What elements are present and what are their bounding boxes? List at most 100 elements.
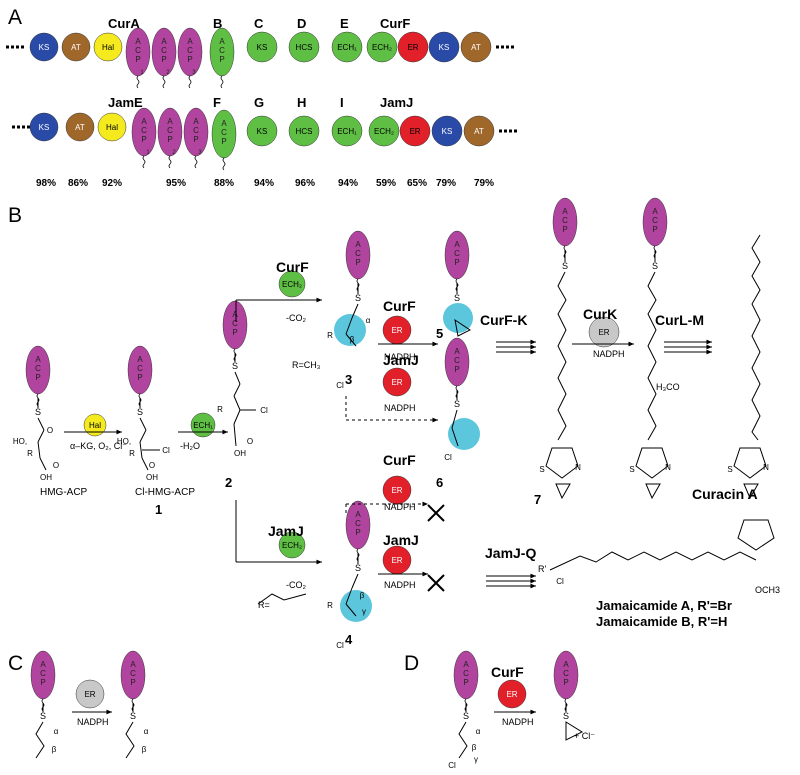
c2-o: O xyxy=(247,437,253,446)
domain-hcs-d-1 xyxy=(288,31,320,63)
arrow-curlm-5-head xyxy=(706,344,712,350)
enzyme-jamj-q: JamJ-Q xyxy=(485,545,537,561)
c7-chain xyxy=(557,271,567,441)
domain-acp1-1-letter-a: A xyxy=(135,37,141,46)
acp-4-letter-a: A xyxy=(355,510,361,519)
bond-hmg-4 xyxy=(39,457,47,471)
acp-c-right-letter-a: A xyxy=(130,660,136,669)
enzyme-er-3b-label: ER xyxy=(391,378,402,387)
domain-hal-2 xyxy=(97,112,127,142)
arrow-4-to-x-head xyxy=(422,501,428,507)
acp-clhmg-tether xyxy=(138,393,142,407)
arrow-jamjq-5-head xyxy=(530,578,536,584)
domain-ks-1 xyxy=(29,32,59,62)
domain-ks-2 xyxy=(29,112,59,142)
acp-d-left-letter-p: P xyxy=(463,678,468,687)
bond-cl-3 xyxy=(139,441,143,459)
bond-hmg-1 xyxy=(37,417,45,431)
bond-hmg-2 xyxy=(37,429,45,443)
curacin-chain xyxy=(751,234,761,441)
enzyme-er-3a-label: ER xyxy=(391,326,402,335)
dots-left-1-1 xyxy=(11,45,14,49)
c4-s: S xyxy=(355,563,361,573)
domain-at-1-label: AT xyxy=(71,43,81,52)
enzyme-ech1-label: ECH₁ xyxy=(193,421,213,430)
protein-curb: B xyxy=(213,16,223,31)
bond-4-3 xyxy=(345,603,357,617)
bond-2-2 xyxy=(233,383,241,397)
domain-acp3-1-sub: 3 xyxy=(192,70,196,76)
enzyme-jamj-1: JamJ xyxy=(383,352,419,368)
condition-r-ch3: R=CH₃ xyxy=(292,360,321,370)
domain-acp2-2-tether xyxy=(168,155,172,169)
bond-3-1 xyxy=(351,303,359,319)
acp-d-right-letter-a: A xyxy=(563,660,569,669)
domain-ks-f-1 xyxy=(428,31,460,63)
domain-ks-f-1-label: KS xyxy=(439,43,450,52)
domain-at-1 xyxy=(61,32,91,62)
bond-cl-2 xyxy=(139,429,147,443)
enzyme-ech1 xyxy=(190,412,216,438)
c3-r: R xyxy=(327,331,333,340)
domain-er-f-1 xyxy=(397,31,429,63)
d-left-alpha: α xyxy=(476,727,481,736)
enzyme-curf-k: CurF-K xyxy=(480,312,528,328)
c6-cl: Cl xyxy=(444,453,452,462)
c-left-beta: β xyxy=(52,745,57,754)
enzyme-curf-d: CurF xyxy=(491,664,524,680)
jamaicamide-pyrrolinone xyxy=(737,519,775,551)
enzyme-er-4b-label: ER xyxy=(391,556,402,565)
hmg-s: S xyxy=(35,407,41,417)
enzyme-hal xyxy=(83,413,107,437)
compound-number-1: 1 xyxy=(155,502,163,517)
dots-right-1-0 xyxy=(496,45,499,49)
d-left-beta: β xyxy=(472,743,477,752)
domain-acp3-1-letter-c: C xyxy=(187,46,193,55)
arrow-hal-head xyxy=(116,429,122,435)
acp-c-left-letter-a: A xyxy=(40,660,46,669)
domain-acp-b-1-letter-c: C xyxy=(219,46,225,55)
c3-beta: β xyxy=(350,335,355,344)
protein-jami: I xyxy=(340,95,344,110)
acp-2-letter-p: P xyxy=(232,328,237,337)
d-left-chain xyxy=(458,721,468,759)
bond-3-3 xyxy=(345,333,357,347)
domain-acp1-1-tether xyxy=(136,75,140,89)
clhmg-oh: OH xyxy=(146,473,158,482)
clhmg-o: O xyxy=(149,461,155,470)
enzyme-jamj-2: JamJ xyxy=(268,523,304,539)
domain-acp2-2-letter-a: A xyxy=(167,117,173,126)
condition-nadph-3: NADPH xyxy=(384,502,416,512)
curk-ring-n: N xyxy=(665,463,671,472)
panel-label-a: A xyxy=(8,6,23,29)
acp-3-letter-c: C xyxy=(355,249,361,258)
arrow-curfk-5-head xyxy=(530,344,536,350)
domain-acp3-2-tether xyxy=(194,155,198,169)
c2-cl: Cl xyxy=(260,406,268,415)
domain-acp3-2-letter-c: C xyxy=(193,126,199,135)
acp-hmg-letter-c: C xyxy=(35,364,41,373)
arrow-curf-top-head xyxy=(316,297,322,303)
domain-acp2-1-letter-c: C xyxy=(161,46,167,55)
enzyme-ech2-top xyxy=(278,270,306,298)
acp-d-right-tether xyxy=(564,698,568,712)
arrow-3-to-5-head xyxy=(432,341,438,347)
arrow-jamjq-10-head xyxy=(530,583,536,589)
d-right-cyclopropane xyxy=(565,721,584,741)
domain-at-f-1 xyxy=(460,31,492,63)
condition-r-butyne: R= xyxy=(258,600,270,610)
acp-hmg-letter-a: A xyxy=(35,355,41,364)
acp-curk-letter-a: A xyxy=(652,207,658,216)
condition-ech1: -H₂O xyxy=(180,441,200,451)
curk-ring-s: S xyxy=(629,465,634,474)
domain-hcs-h-2-label: HCS xyxy=(296,127,313,136)
domain-hal-1 xyxy=(93,32,123,62)
arrow-c-head xyxy=(106,709,112,715)
c6-s: S xyxy=(454,399,460,409)
c7-ring-s: S xyxy=(539,465,544,474)
domain-at-2-label: AT xyxy=(75,123,85,132)
dots-left-1-2 xyxy=(16,45,19,49)
domain-acp3-2-sub: 3 xyxy=(198,150,202,156)
arrow-jamj-bottom-head xyxy=(316,559,322,565)
identity-er: 65% xyxy=(407,178,428,189)
